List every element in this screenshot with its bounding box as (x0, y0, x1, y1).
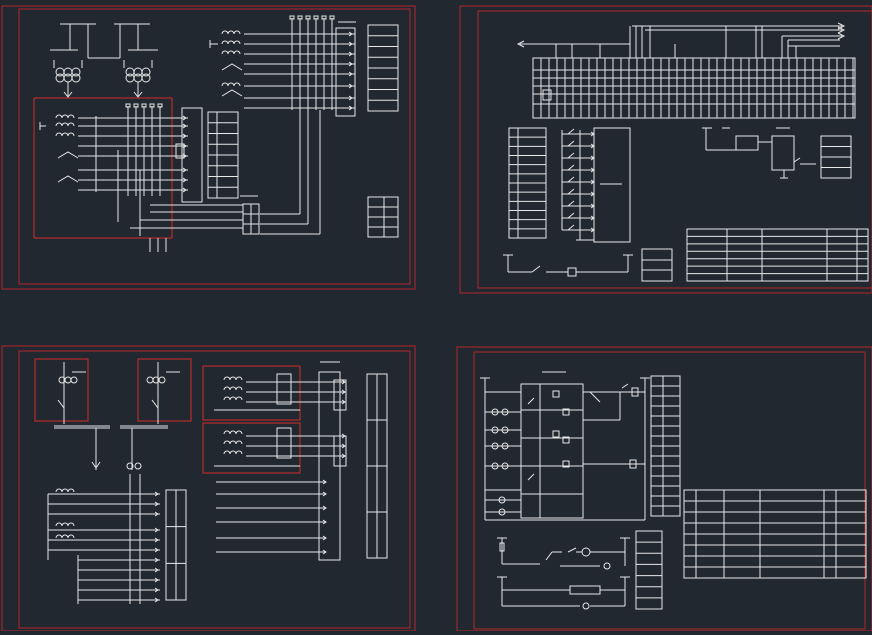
highlight-region-1 (33, 97, 173, 239)
control-circuit (480, 371, 650, 521)
secondary-ladder-lower (39, 103, 188, 236)
signal-arrows (516, 22, 846, 58)
control-schematic (702, 127, 816, 179)
sheet-outer-frame (1, 5, 416, 290)
parts-list-table (683, 489, 867, 579)
terminal-strips (165, 371, 388, 601)
primary-feeders (54, 362, 180, 470)
component-table-left (508, 127, 547, 239)
sheet-top-left[interactable] (1, 5, 416, 290)
highlight-region-a (34, 358, 89, 422)
parts-list-table (686, 228, 869, 282)
relay-ladder (561, 127, 631, 243)
highlight-region-c (202, 365, 301, 421)
sheet-inner-frame (18, 350, 411, 629)
highlight-region-d (202, 422, 301, 474)
sheet-outer-frame (459, 5, 872, 294)
primary-circuit (50, 23, 158, 98)
terminal-table-low (635, 530, 663, 610)
bottom-circuit (503, 248, 673, 282)
terminal-matrix (532, 57, 856, 119)
sheet-bottom-right[interactable] (456, 346, 872, 632)
sheet-bottom-left[interactable] (1, 345, 416, 632)
wiring-right (214, 361, 346, 555)
secondary-coils (47, 376, 243, 604)
secondary-ladder-upper (209, 15, 399, 117)
highlight-region-b (137, 358, 192, 422)
sheet-inner-frame (18, 8, 411, 285)
lamp-circuits (497, 537, 630, 610)
wiring-runs (130, 110, 321, 252)
component-table-small (820, 135, 852, 179)
terminal-table-mid (650, 375, 681, 517)
sheet-inner-frame (477, 10, 872, 289)
sheet-top-right[interactable] (459, 5, 872, 294)
